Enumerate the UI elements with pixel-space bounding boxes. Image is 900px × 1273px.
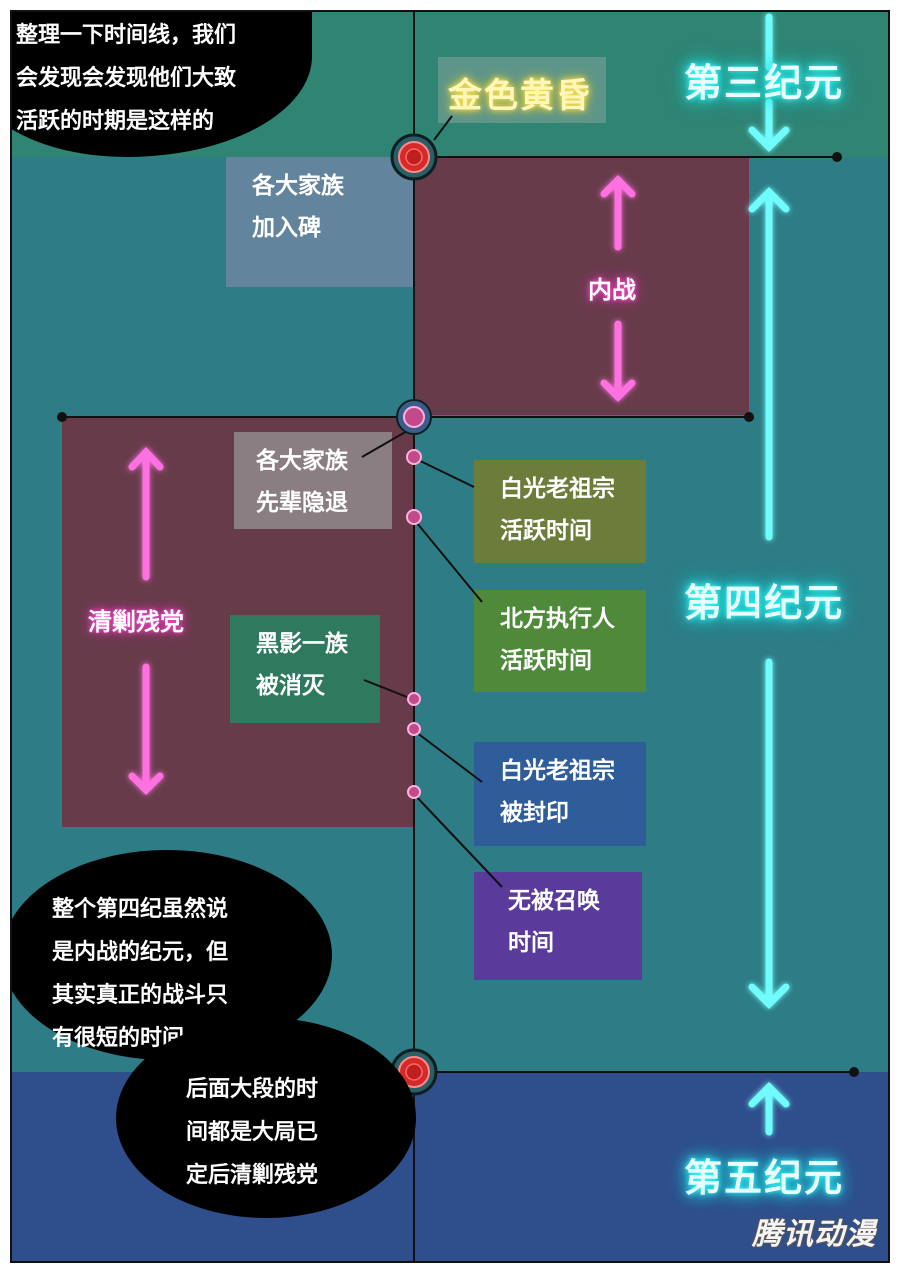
event-north-executor-line1: 北方执行人 <box>500 606 615 632</box>
event-unsummoned-time: 无被召唤 时间 <box>474 872 642 980</box>
bubble-bottom-line1: 整个第四纪虽然说 <box>52 897 229 922</box>
era4-end-dot <box>849 1067 859 1077</box>
node-north-exec <box>406 509 422 525</box>
dusk-connector <box>433 115 453 141</box>
watermark: 腾讯动漫 <box>752 1217 876 1252</box>
event-clans-join-line2: 加入碑 <box>252 215 321 241</box>
node-golden-dusk <box>390 133 438 181</box>
event-white-light-active: 白光老祖宗 活跃时间 <box>474 460 646 563</box>
north-exec-connector <box>411 516 483 603</box>
event-white-light-sealed-line2: 被封印 <box>500 800 569 826</box>
purge-down-arrow <box>128 663 164 795</box>
event-clans-join: 各大家族 加入碑 <box>226 157 414 287</box>
era5-label: 第五纪元 <box>684 1156 845 1200</box>
civil-war-block <box>414 157 749 415</box>
timeline-diagram: 各大家族 加入碑 各大家族 先辈隐退 黑影一族 被消灭 白光老祖宗 活跃时间 北… <box>10 10 890 1263</box>
event-clans-join-line1: 各大家族 <box>252 173 344 199</box>
speech-bubble-bottom-2: 后面大段的时 间都是大局已 定后清剿残党 <box>116 1018 416 1218</box>
golden-dusk-label: 金色黄昏 <box>448 76 592 116</box>
event-black-shadow-line1: 黑影一族 <box>256 631 348 657</box>
era3-end-dot <box>832 152 842 162</box>
node-civil-war-end <box>396 399 432 435</box>
node-sealed <box>407 722 421 736</box>
era4-label: 第四纪元 <box>684 581 845 625</box>
era4-down-arrow <box>748 658 790 1009</box>
node-unsummoned <box>407 785 421 799</box>
white-light-active-connector <box>411 456 475 488</box>
civil-war-up-arrow <box>600 175 636 251</box>
era5-up-arrow <box>748 1082 790 1136</box>
bubble-bottom2-line1: 后面大段的时 <box>186 1077 319 1102</box>
event-unsummoned-line1: 无被召唤 <box>508 888 600 914</box>
event-north-executor-line2: 活跃时间 <box>500 648 592 674</box>
event-elders-retire-line2: 先辈隐退 <box>256 490 348 516</box>
event-unsummoned-line2: 时间 <box>508 930 554 956</box>
node-black-shadow <box>407 692 421 706</box>
bubble-top-line1: 整理一下时间线，我们 <box>16 23 237 48</box>
event-white-light-sealed: 白光老祖宗 被封印 <box>474 742 646 846</box>
event-black-shadow-line2: 被消灭 <box>256 673 325 699</box>
bubble-bottom-line2: 是内战的纪元，但 <box>52 940 229 965</box>
bubble-bottom2-line2: 间都是大局已 <box>186 1120 319 1145</box>
era3-down-arrow <box>748 13 790 152</box>
event-white-light-active-line2: 活跃时间 <box>500 518 592 544</box>
purge-label: 清剿残党 <box>88 608 184 636</box>
speech-bubble-top: 整理一下时间线，我们 会发现会发现他们大致 活跃的时期是这样的 <box>12 12 312 157</box>
event-black-shadow-destroyed: 黑影一族 被消灭 <box>230 615 380 723</box>
bubble-top-line3: 活跃的时期是这样的 <box>16 109 215 134</box>
event-white-light-sealed-line1: 白光老祖宗 <box>500 758 615 784</box>
node-white-light-active <box>406 449 422 465</box>
black-shadow-connector <box>363 679 413 700</box>
event-elders-retire: 各大家族 先辈隐退 <box>234 432 392 529</box>
civil-war-down-arrow <box>600 320 636 402</box>
unsummoned-connector <box>411 791 503 888</box>
connector-layer <box>57 12 859 1261</box>
right-end-dot <box>744 412 754 422</box>
bubble-bottom2-line3: 定后清剿残党 <box>186 1163 319 1188</box>
event-north-executor-active: 北方执行人 活跃时间 <box>474 590 646 692</box>
event-white-light-active-line1: 白光老祖宗 <box>500 476 615 502</box>
sealed-connector <box>411 728 483 783</box>
era4-up-arrow <box>748 187 790 541</box>
bubble-bottom-line3: 其实真正的战斗只 <box>52 983 229 1008</box>
golden-dusk-box <box>438 57 606 123</box>
left-end-dot <box>57 412 67 422</box>
era3-label: 第三纪元 <box>684 61 845 105</box>
civil-war-label: 内战 <box>588 276 636 304</box>
purge-up-arrow <box>128 446 164 581</box>
event-elders-retire-line1: 各大家族 <box>256 448 348 474</box>
bubble-top-line2: 会发现会发现他们大致 <box>16 66 237 91</box>
